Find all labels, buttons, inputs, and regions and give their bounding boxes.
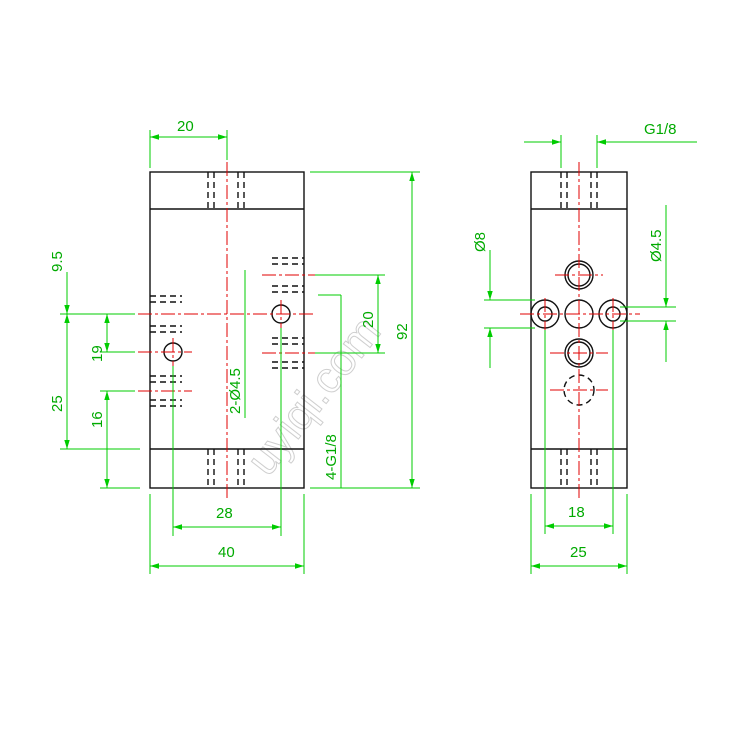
dim-text-bottom-25: 25 [570, 544, 587, 561]
dim-text-hole: 2-Ø4.5 [227, 368, 244, 414]
dim-text-bottom-18: 18 [568, 504, 585, 521]
dim-text-dia8: Ø8 [472, 232, 489, 252]
dim-text-dia45: Ø4.5 [648, 229, 665, 262]
side-view: G1/8 Ø8 Ø4.5 18 25 [472, 121, 697, 574]
dim-text-9-5: 9.5 [49, 251, 66, 272]
dim-text-height-92: 92 [394, 323, 411, 340]
dim-text-16: 16 [89, 411, 106, 428]
dim-text-g18: G1/8 [644, 121, 677, 138]
dim-text-bottom-40: 40 [218, 544, 235, 561]
dim-text-bottom-28: 28 [216, 505, 233, 522]
dim-text-top-20: 20 [177, 118, 194, 135]
dim-text-center-20: 20 [360, 311, 377, 328]
dim-text-19: 19 [89, 345, 106, 362]
front-view: 20 9.5 25 19 16 2-Ø4.5 20 4-G1/8 [49, 118, 420, 574]
dim-text-port: 4-G1/8 [323, 434, 340, 480]
dim-text-25: 25 [49, 395, 66, 412]
watermark: uyiqi.com [237, 308, 390, 485]
